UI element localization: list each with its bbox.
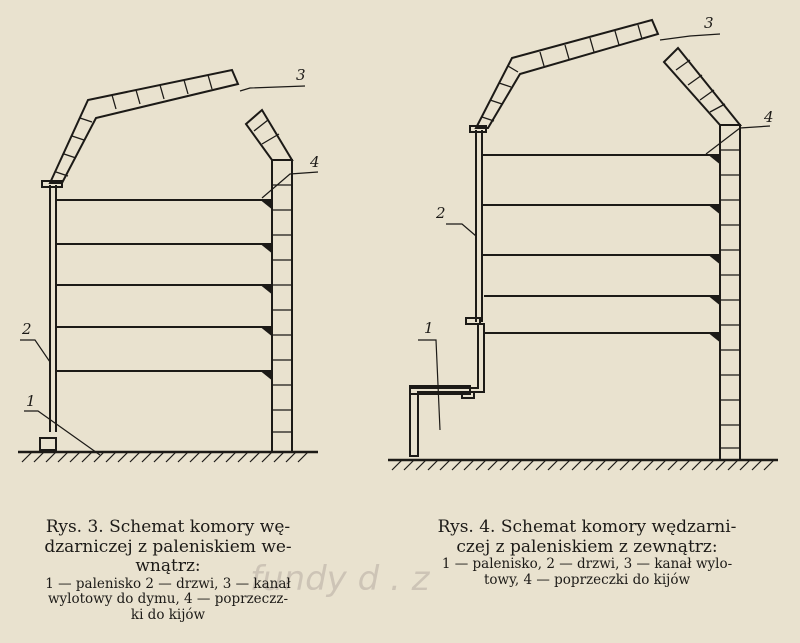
fig4-label-door: 2 [435, 204, 446, 222]
fig4-caption-line: Rys. 4. Schemat komory wędzarni- [437, 517, 737, 537]
fig4-label-rails: 4 [763, 108, 774, 126]
fig3-label-firebox: 1 [26, 392, 36, 410]
fig3-legend-line: ki do kijów [130, 606, 206, 623]
fig4-label-flue: 3 [704, 14, 714, 32]
fig3-caption-line: Rys. 3. Schemat komory wę- [45, 517, 291, 537]
watermark: fundy d . z [250, 559, 431, 599]
fig3-legend-line: 1 — palenisko 2 — drzwi, 3 — kanał [45, 575, 291, 592]
fig4-label-firebox: 1 [424, 319, 434, 337]
fig4-legend-line: 1 — palenisko, 2 — drzwi, 3 — kanał wylo… [441, 556, 733, 573]
figure-3-rails [56, 199, 273, 382]
figure-3-caption: Rys. 3. Schemat komory wę- dzarniczej z … [18, 517, 318, 623]
fig4-legend-line: towy, 4 — poprzeczki do kijów [483, 571, 691, 588]
figure-4-rails [482, 154, 721, 344]
fig3-caption-line: dzarniczej z paleniskiem we- [44, 536, 292, 557]
fig3-label-rails: 4 [309, 153, 320, 171]
figure-4-drawing [388, 18, 778, 471]
fig3-legend-line: wylotowy do dymu, 4 — poprzeczz- [47, 591, 289, 608]
figure-3-drawing [18, 68, 319, 463]
fig3-label-flue: 3 [296, 66, 306, 84]
fig4-caption-line: czej z paleniskiem z zewnątrz: [456, 536, 718, 557]
fig3-label-door: 2 [21, 320, 32, 338]
figure-4-caption: Rys. 4. Schemat komory wędzarni- czej z … [392, 517, 782, 588]
fig3-caption-line: wnątrz: [135, 556, 201, 577]
